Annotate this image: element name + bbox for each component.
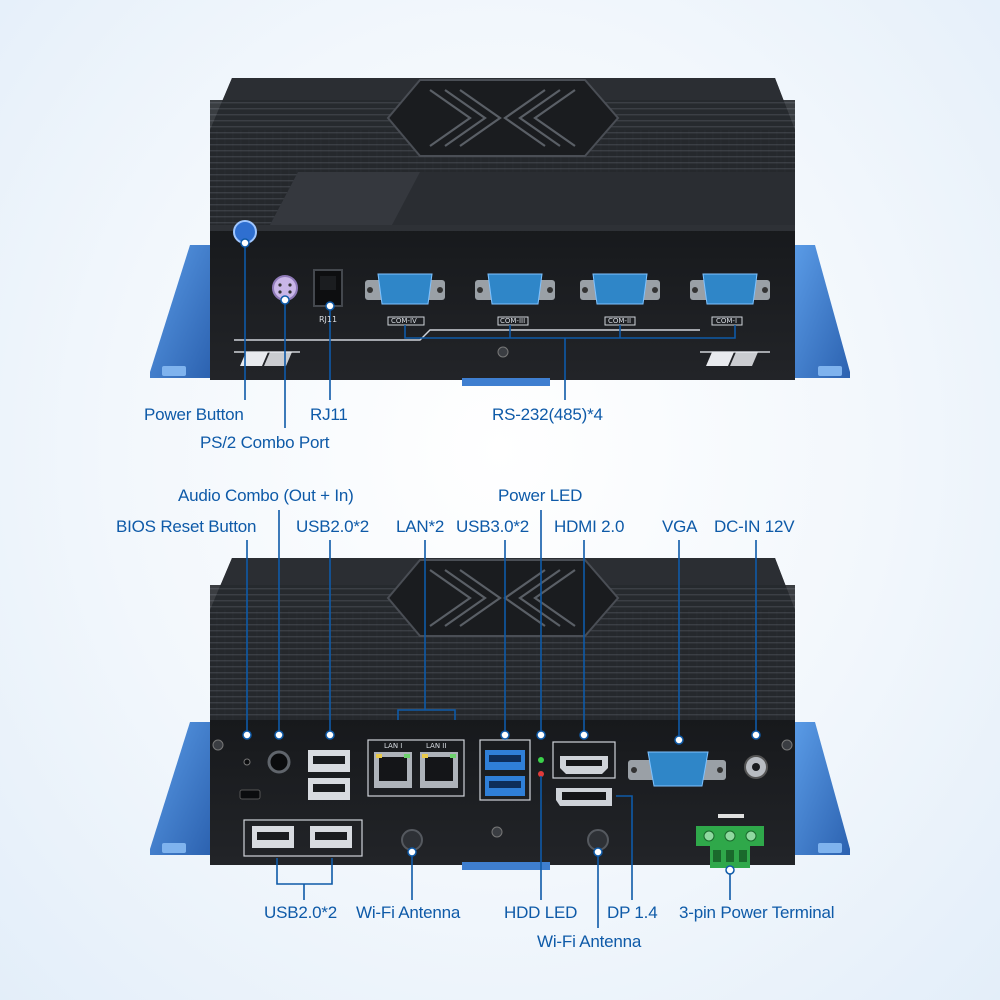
lan-port-1[interactable] <box>374 752 412 788</box>
com3-silkscreen: COM-III <box>500 317 526 325</box>
lan-port-2[interactable] <box>420 752 458 788</box>
lan-label: LAN*2 <box>396 517 445 536</box>
com-port-4[interactable] <box>365 273 445 305</box>
usb3-label: USB3.0*2 <box>456 517 530 536</box>
power-button-label: Power Button <box>144 405 244 424</box>
ps2-label: PS/2 Combo Port <box>200 433 330 452</box>
dp-label: DP 1.4 <box>607 903 658 922</box>
bios-reset-label: BIOS Reset Button <box>116 517 257 536</box>
rs232-bracket <box>404 325 736 400</box>
lan2-silkscreen: LAN II <box>426 742 447 750</box>
wifi-antenna-right <box>587 829 609 851</box>
audio-label: Audio Combo (Out + In) <box>178 486 354 505</box>
wifi-left-label: Wi-Fi Antenna <box>356 903 461 922</box>
vga-label: VGA <box>662 517 698 536</box>
hdd-led <box>538 771 544 777</box>
rj11-silkscreen: RJ11 <box>319 315 338 324</box>
usb2-bottom-label: USB2.0*2 <box>264 903 338 922</box>
right-mounting-bracket <box>795 245 850 378</box>
top-fan-grille <box>386 79 620 157</box>
power-led-label: Power LED <box>498 486 583 505</box>
usb2-top-stack[interactable] <box>308 750 350 800</box>
bios-reset-button[interactable] <box>243 758 251 766</box>
left-mounting-bracket-2 <box>150 722 210 855</box>
hdmi-label: HDMI 2.0 <box>554 517 625 536</box>
com-port-2[interactable] <box>580 273 660 305</box>
lan1-silkscreen: LAN I <box>384 742 403 750</box>
com2-silkscreen: COM-II <box>608 317 632 325</box>
audio-combo-jack[interactable] <box>267 750 291 774</box>
usb2-bottom-pair[interactable] <box>243 819 363 857</box>
power-led <box>538 757 544 763</box>
usb2-top-label: USB2.0*2 <box>296 517 370 536</box>
right-mounting-bracket-2 <box>795 722 850 855</box>
wifi-antenna-left <box>401 829 423 851</box>
top-device <box>150 78 850 428</box>
wifi-right-label: Wi-Fi Antenna <box>537 932 642 951</box>
usb3-stack[interactable] <box>485 750 525 796</box>
com-port-1[interactable] <box>690 273 770 305</box>
com1-silkscreen: COM-I <box>716 317 738 325</box>
dc-in-label: DC-IN 12V <box>714 517 795 536</box>
com-port-3[interactable] <box>475 273 555 305</box>
power-terminal-label: 3-pin Power Terminal <box>679 903 835 922</box>
left-mounting-bracket <box>150 245 210 378</box>
hdd-led-label: HDD LED <box>504 903 578 922</box>
rj11-label: RJ11 <box>310 405 348 424</box>
com4-silkscreen: COM-IV <box>391 317 417 325</box>
power-terminal[interactable] <box>696 814 764 868</box>
rs232-label: RS-232(485)*4 <box>492 405 603 424</box>
vga-port[interactable] <box>628 751 726 787</box>
bottom-device <box>150 510 850 928</box>
